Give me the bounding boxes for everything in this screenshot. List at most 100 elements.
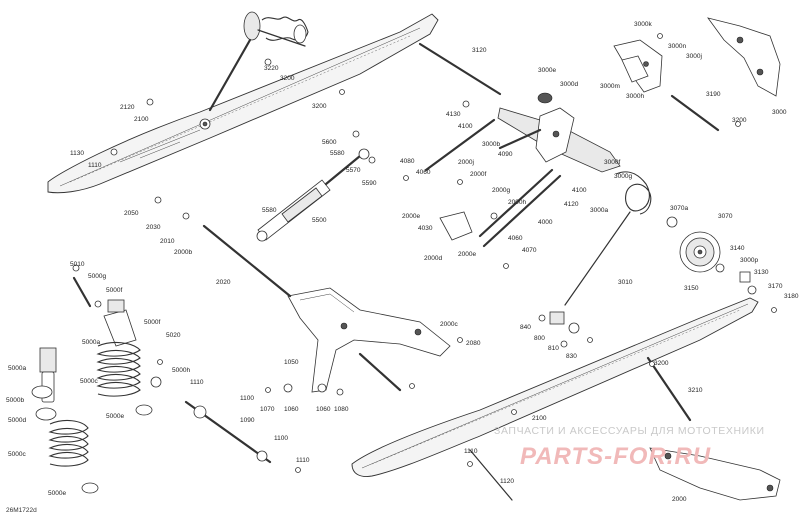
watermark: ЗАПЧАСТИ И АКСЕССУАРЫ ДЛЯ МОТОТЕХНИКИ PA… bbox=[494, 425, 765, 470]
callout-1110-d: 1110 bbox=[464, 448, 478, 455]
callout-1080: 1080 bbox=[334, 406, 349, 413]
callout-810: 810 bbox=[548, 345, 559, 352]
callout-2000e-b: 2000e bbox=[458, 251, 476, 258]
callout-2000c: 2000c bbox=[440, 321, 458, 328]
callout-4100-a: 4100 bbox=[458, 123, 473, 130]
callout-2000g: 2000g bbox=[492, 187, 510, 194]
callout-1050: 1050 bbox=[284, 359, 299, 366]
bracket-3000 bbox=[707, 17, 781, 97]
hardware-1060 bbox=[283, 383, 344, 396]
callout-5590: 5590 bbox=[362, 180, 377, 187]
callout-2100-a: 2100 bbox=[134, 116, 149, 123]
watermark-line2: PARTS-FOR.RU bbox=[520, 443, 711, 470]
callout-3000d: 3000d bbox=[560, 81, 578, 88]
shaft-3190 bbox=[670, 94, 720, 132]
shock-5000 bbox=[72, 276, 162, 397]
callout-4090: 4090 bbox=[498, 151, 513, 158]
callout-3000j: 3000j bbox=[686, 53, 702, 60]
wheel-3070 bbox=[666, 216, 757, 295]
damper-5000a bbox=[31, 347, 153, 416]
spring-5000c bbox=[35, 407, 99, 494]
callout-5000a-b: 5000a bbox=[8, 365, 26, 372]
callout-3200-d: 3200 bbox=[654, 360, 669, 367]
callout-5000e-b: 5000e bbox=[48, 490, 66, 497]
callout-2000d: 2000d bbox=[424, 255, 442, 262]
callout-2080: 2080 bbox=[466, 340, 481, 347]
callout-2000f: 2000f bbox=[470, 171, 486, 178]
callout-3140: 3140 bbox=[730, 245, 745, 252]
callout-5600: 5600 bbox=[322, 139, 337, 146]
link-rods bbox=[424, 118, 562, 248]
callout-2010: 2010 bbox=[160, 238, 175, 245]
callout-2050: 2050 bbox=[124, 210, 139, 217]
watermark-line1: ЗАПЧАСТИ И АКСЕССУАРЫ ДЛЯ МОТОТЕХНИКИ bbox=[494, 425, 765, 437]
callout-2000: 2000 bbox=[672, 496, 687, 503]
callout-2000h: 2000h bbox=[508, 199, 526, 206]
spring-top-left bbox=[208, 11, 309, 112]
callout-3000h: 3000h bbox=[626, 93, 644, 100]
callout-5000d: 5000d bbox=[8, 417, 26, 424]
callout-5000g: 5000g bbox=[88, 273, 106, 280]
callout-3150: 3150 bbox=[684, 285, 699, 292]
callout-1100-b: 1100 bbox=[274, 435, 288, 442]
callout-1110-c: 1110 bbox=[296, 457, 310, 464]
callout-3130: 3130 bbox=[754, 269, 769, 276]
callout-4130: 4130 bbox=[446, 111, 461, 118]
callout-3000k: 3000k bbox=[634, 21, 652, 28]
callout-5000b: 5000b bbox=[6, 397, 24, 404]
callout-1070: 1070 bbox=[260, 406, 275, 413]
callout-3210: 3210 bbox=[688, 387, 703, 394]
callout-3000p: 3000p bbox=[740, 257, 758, 264]
callout-labels: 3120 3220 3200 3200 2120 2100 1130 1110 … bbox=[6, 21, 799, 503]
callout-5000h: 5000h bbox=[172, 367, 190, 374]
callout-3010: 3010 bbox=[618, 279, 633, 286]
callout-3000b: 3000b bbox=[482, 141, 500, 148]
callout-4100-b: 4100 bbox=[572, 187, 587, 194]
callout-5580-b: 5580 bbox=[262, 207, 277, 214]
callout-5000c-b: 5000c bbox=[8, 451, 26, 458]
right-rail-lower bbox=[351, 297, 759, 477]
callout-3070: 3070 bbox=[718, 213, 733, 220]
diagram-code: 26M1722d bbox=[6, 507, 37, 514]
callout-3180: 3180 bbox=[784, 293, 799, 300]
callout-3200-c: 3200 bbox=[732, 117, 747, 124]
callout-2020: 2020 bbox=[216, 279, 231, 286]
callout-800: 800 bbox=[534, 335, 545, 342]
shaft-1090 bbox=[184, 400, 272, 464]
callout-2120: 2120 bbox=[120, 104, 135, 111]
rods-lower-right bbox=[469, 356, 692, 501]
front-arm-assembly bbox=[497, 92, 621, 173]
callout-2030: 2030 bbox=[146, 224, 161, 231]
callout-840: 840 bbox=[520, 324, 531, 331]
callout-1060-b: 1060 bbox=[316, 406, 331, 413]
bracket-3000k bbox=[613, 39, 663, 93]
callout-4070: 4070 bbox=[522, 247, 537, 254]
callout-5000f-a: 5000f bbox=[106, 287, 122, 294]
callout-3200-a: 3200 bbox=[280, 75, 295, 82]
callout-4060-b: 4060 bbox=[508, 235, 523, 242]
callout-5580-a: 5580 bbox=[330, 150, 345, 157]
callout-1060-a: 1060 bbox=[284, 406, 299, 413]
hardware-misc bbox=[72, 33, 777, 473]
callout-5010: 5010 bbox=[70, 261, 85, 268]
callout-4080: 4080 bbox=[400, 158, 415, 165]
callout-5000e-a: 5000e bbox=[106, 413, 124, 420]
callout-2000j: 2000j bbox=[458, 159, 474, 166]
spring-3000g bbox=[564, 171, 652, 306]
callout-1130: 1130 bbox=[70, 150, 84, 157]
callout-3000f: 3000f bbox=[604, 159, 620, 166]
callout-3000n: 3000n bbox=[668, 43, 686, 50]
callout-5000a-a: 5000a bbox=[82, 339, 100, 346]
callout-2000b: 2000b bbox=[174, 249, 192, 256]
callout-5500: 5500 bbox=[312, 217, 327, 224]
callout-3000g: 3000g bbox=[614, 173, 632, 180]
callout-1110-a: 1110 bbox=[88, 162, 102, 169]
callout-3000e: 3000e bbox=[538, 67, 556, 74]
parts-800 bbox=[549, 311, 580, 348]
left-rail-upper bbox=[47, 13, 439, 194]
callout-3190: 3190 bbox=[706, 91, 721, 98]
shock-5500 bbox=[256, 148, 370, 242]
rod-3120 bbox=[418, 42, 502, 96]
